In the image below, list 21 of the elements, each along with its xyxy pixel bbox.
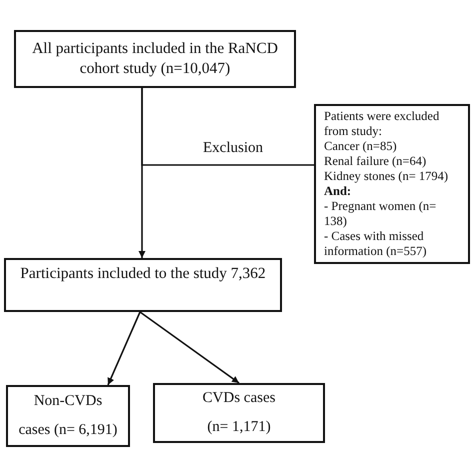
node-text: CVDs cases xyxy=(202,388,276,408)
node-text: cases (n= 6,191) xyxy=(18,421,118,440)
node-text: Kidney stones (n= 1794) xyxy=(324,169,448,184)
node-text: All participants included in the RaNCD cohort study (n=10,047) xyxy=(31,38,279,79)
node-text: Patients were excluded from study: xyxy=(324,109,440,139)
process-box xyxy=(153,383,325,443)
node-text: Non-CVDs xyxy=(34,392,102,410)
arrow xyxy=(107,312,141,386)
node-text: Cancer (n=85) xyxy=(324,139,397,154)
node-text: Renal failure (n=64) xyxy=(324,154,426,169)
node-text: - Cases with missed information (n=557) xyxy=(324,229,428,259)
arrow xyxy=(140,311,240,384)
process-box xyxy=(6,385,130,447)
node-text: (n= 1,171) xyxy=(207,418,271,437)
connector-line xyxy=(141,88,314,166)
node-text: Participants included to the study 7,362 xyxy=(20,264,266,284)
node-text: - Pregnant women (n= 138) xyxy=(324,199,438,229)
process-box xyxy=(14,30,296,88)
process-box xyxy=(4,258,282,312)
section-heading: And: xyxy=(324,184,352,199)
exclusion-box xyxy=(314,104,470,264)
